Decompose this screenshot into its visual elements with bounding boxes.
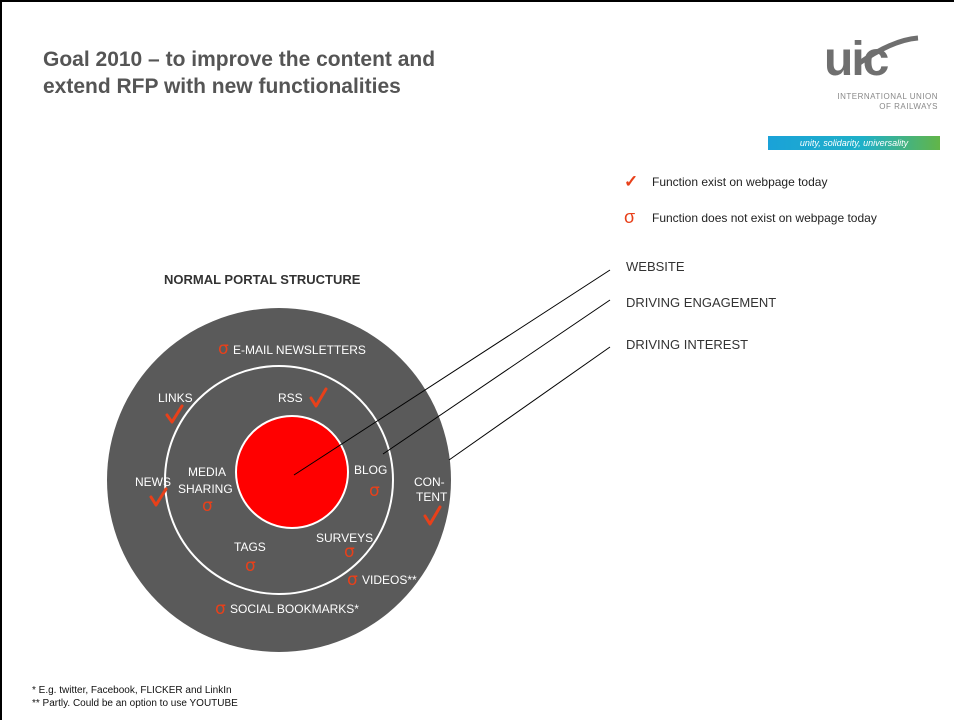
pointer-line-website xyxy=(293,269,611,476)
item-surveys: SURVEYS xyxy=(316,531,373,545)
core-circle xyxy=(235,415,349,529)
item-bookmarks: SOCIAL BOOKMARKS* xyxy=(230,602,359,616)
sigma-icon: σ xyxy=(624,207,636,227)
sigma-icon: σ xyxy=(344,542,355,562)
item-media-line2: SHARING xyxy=(178,482,233,496)
sigma-icon: σ xyxy=(218,339,229,359)
uic-logo: uic INTERNATIONAL UNION OF RAILWAYS unit… xyxy=(768,32,944,156)
item-blog: BLOG xyxy=(354,463,387,477)
logo-arc-icon xyxy=(856,35,919,67)
item-tags: TAGS xyxy=(234,540,266,554)
item-links: LINKS xyxy=(158,391,193,405)
sigma-icon: σ xyxy=(369,481,380,501)
footnote-2: ** Partly. Could be an option to use YOU… xyxy=(32,698,238,709)
slide-title: Goal 2010 – to improve the content and e… xyxy=(43,46,435,100)
logo-org-line-2: OF RAILWAYS xyxy=(879,102,938,111)
checkmark-icon: ✓ xyxy=(624,172,639,191)
footnote-1: * E.g. twitter, Facebook, FLICKER and Li… xyxy=(32,685,232,696)
logo-mark: uic xyxy=(824,33,889,86)
checkmark-icon xyxy=(423,505,442,526)
pointer-line-interest xyxy=(448,346,611,461)
pointer-line-engagement xyxy=(382,299,611,455)
legend-not-exists: σ Function does not exist on webpage tod… xyxy=(624,207,877,228)
item-content-line1: CON- xyxy=(414,475,445,489)
item-newsletters: E-MAIL NEWSLETTERS xyxy=(233,343,366,357)
item-content-line2: TENT xyxy=(416,490,448,504)
item-rss: RSS xyxy=(278,391,303,405)
legend-not-exists-label: Function does not exist on webpage today xyxy=(652,210,877,225)
checkmark-icon xyxy=(165,404,184,424)
title-line-2: extend RFP with new functionalities xyxy=(43,75,401,98)
item-media-line1: MEDIA xyxy=(188,465,226,479)
ring-label-interest: DRIVING INTEREST xyxy=(626,337,749,352)
logo-tagline: unity, solidarity, universality xyxy=(768,136,940,150)
sigma-icon: σ xyxy=(347,570,358,590)
sigma-icon: σ xyxy=(245,556,256,576)
legend-exists: ✓ Function exist on webpage today xyxy=(624,172,827,192)
sigma-icon: σ xyxy=(202,496,213,516)
ring-label-engagement: DRIVING ENGAGEMENT xyxy=(626,295,777,310)
checkmark-icon xyxy=(309,387,328,408)
logo-org-line-1: INTERNATIONAL UNION xyxy=(837,92,938,101)
item-videos: VIDEOS** xyxy=(362,573,417,587)
middle-ring xyxy=(164,365,394,595)
ring-label-website: WEBSITE xyxy=(626,259,685,274)
sigma-icon: σ xyxy=(215,599,226,619)
legend-exists-label: Function exist on webpage today xyxy=(652,175,828,189)
diagram-heading: NORMAL PORTAL STRUCTURE xyxy=(164,272,361,287)
checkmark-icon xyxy=(149,487,168,507)
title-line-1: Goal 2010 – to improve the content and xyxy=(43,48,436,71)
item-news: NEWS xyxy=(135,475,171,489)
